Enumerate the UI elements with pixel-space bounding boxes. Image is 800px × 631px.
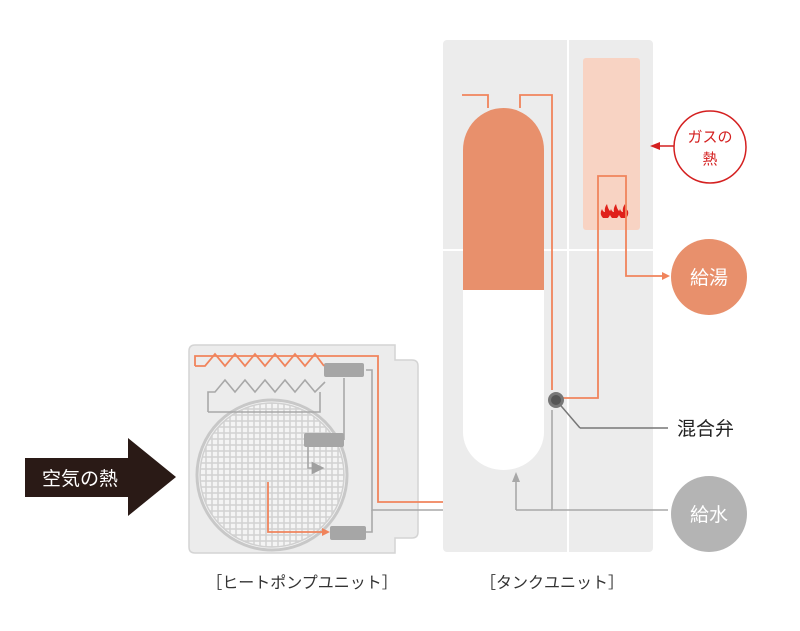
gas-heater-box <box>583 58 640 230</box>
hot-water-output: 給湯 <box>671 239 747 315</box>
gas-heat-label-line1: ガスの <box>687 128 732 146</box>
water-supply-label: 給水 <box>690 504 728 526</box>
hot-water-label: 給湯 <box>690 267 728 289</box>
tank-orange-pipes <box>462 94 553 390</box>
compressor-block-top <box>324 363 364 377</box>
compressor-block-mid <box>304 433 344 447</box>
mixing-valve-label: 混合弁 <box>677 418 734 440</box>
air-heat-label: 空気の熱 <box>42 468 118 490</box>
compressor-block-bottom <box>330 526 366 540</box>
storage-tank-hot-water <box>463 108 544 290</box>
water-supply-input: 給水 <box>671 476 747 552</box>
storage-tank <box>463 108 544 471</box>
tank-grey-pipes <box>512 410 668 511</box>
heat-pump-unit-caption: ［ヒートポンプユニット］ <box>206 573 398 592</box>
fan-grille-icon <box>195 398 349 552</box>
gas-heat-label-line2: 熱 <box>702 150 717 168</box>
arrow-right-icon <box>25 438 176 516</box>
air-heat-arrow: 空気の熱 <box>25 438 176 516</box>
mixing-valve-icon <box>548 392 668 429</box>
heat-pump-unit <box>188 94 489 554</box>
gas-heat-callout: ガスの 熱 <box>650 110 747 184</box>
gas-heater-orange-pipe <box>560 175 670 399</box>
storage-tank-bottom <box>463 290 544 471</box>
tank-unit <box>443 40 670 552</box>
tank-unit-caption: ［タンクユニット］ <box>480 573 624 592</box>
